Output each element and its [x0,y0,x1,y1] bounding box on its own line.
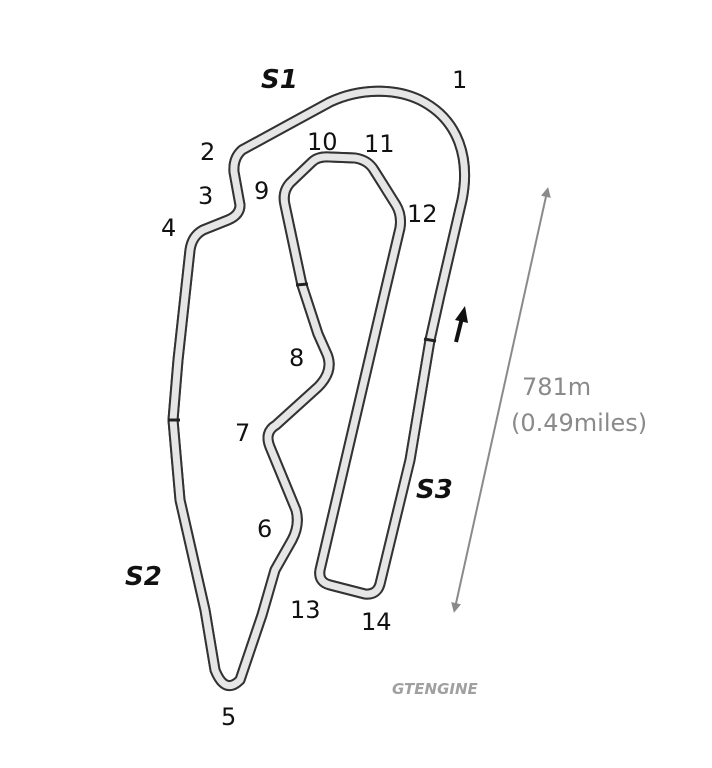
arrow-up-icon [454,306,468,343]
corner-6: 6 [257,515,272,543]
corner-5: 5 [221,703,236,731]
corner-7: 7 [235,419,250,447]
corner-10: 10 [307,128,338,156]
corner-1: 1 [452,66,467,94]
corner-11: 11 [364,130,395,158]
corner-3: 3 [198,182,213,210]
track-outline [167,91,465,685]
corner-2: 2 [200,138,215,166]
corner-9: 9 [254,177,269,205]
length-arrow [451,187,551,613]
sector-marker-s1 [295,282,309,287]
track-length-miles: (0.49miles) [511,409,647,437]
sector-label-s1: S1 [261,65,298,95]
sector-label-s2: S2 [125,562,162,592]
corner-13: 13 [290,596,321,624]
gtengine-logo: GTENGINE [392,680,479,698]
corner-8: 8 [289,344,304,372]
corner-4: 4 [161,214,176,242]
corner-14: 14 [361,608,392,636]
sector-label-s3: S3 [416,475,453,505]
start-finish-marker [423,337,437,343]
track-length-m: 781m [522,373,591,401]
corner-12: 12 [407,200,438,228]
